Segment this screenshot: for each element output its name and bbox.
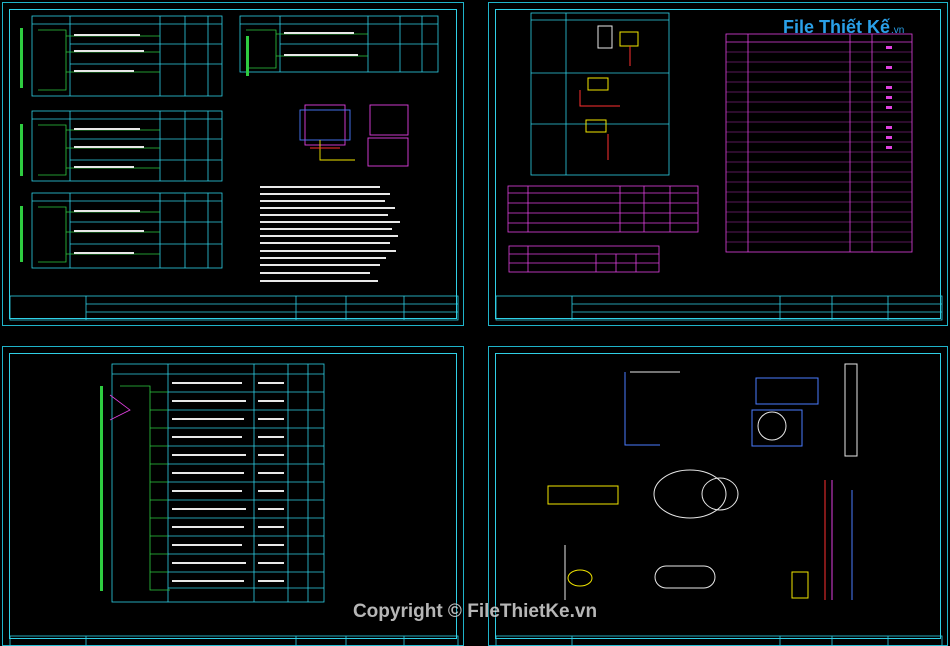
device-elevations: [579, 25, 639, 160]
schedule-table-2: [31, 110, 223, 182]
drawing-sheet-2[interactable]: [488, 2, 948, 326]
drawing-sheet-1[interactable]: [2, 2, 464, 326]
sheet-4-border: [495, 353, 941, 639]
title-block-1: [9, 295, 459, 321]
legend-symbols: [886, 46, 892, 149]
installation-details: [547, 363, 858, 600]
logo-text: File Thiết Kế: [783, 16, 891, 37]
site-logo[interactable]: File Thiết Kế .vn: [783, 10, 904, 44]
schedule-table-4: [239, 15, 439, 73]
sheet-2-border: [495, 9, 941, 319]
sheet-3-border: [9, 353, 457, 639]
title-block-2: [495, 295, 943, 321]
row-text: [74, 32, 400, 282]
riser-row-text: [172, 382, 284, 582]
riser-diagram: [109, 385, 170, 591]
title-block-3: [9, 635, 459, 646]
ac-unit-detail: [299, 104, 409, 167]
logo-extension: .vn: [891, 24, 905, 36]
schedule-table-3: [31, 192, 223, 269]
copyright-watermark: Copyright © FileThietKe.vn: [352, 601, 598, 622]
magenta-tables: [507, 33, 913, 273]
schedule-table-main: [111, 363, 325, 603]
sheet-1-border: [9, 9, 457, 319]
schedule-table-1: [31, 15, 223, 97]
vertical-labels: [20, 28, 249, 591]
legend-rows: [726, 51, 912, 243]
elevation-table: [530, 12, 670, 176]
title-block-4: [495, 635, 943, 646]
